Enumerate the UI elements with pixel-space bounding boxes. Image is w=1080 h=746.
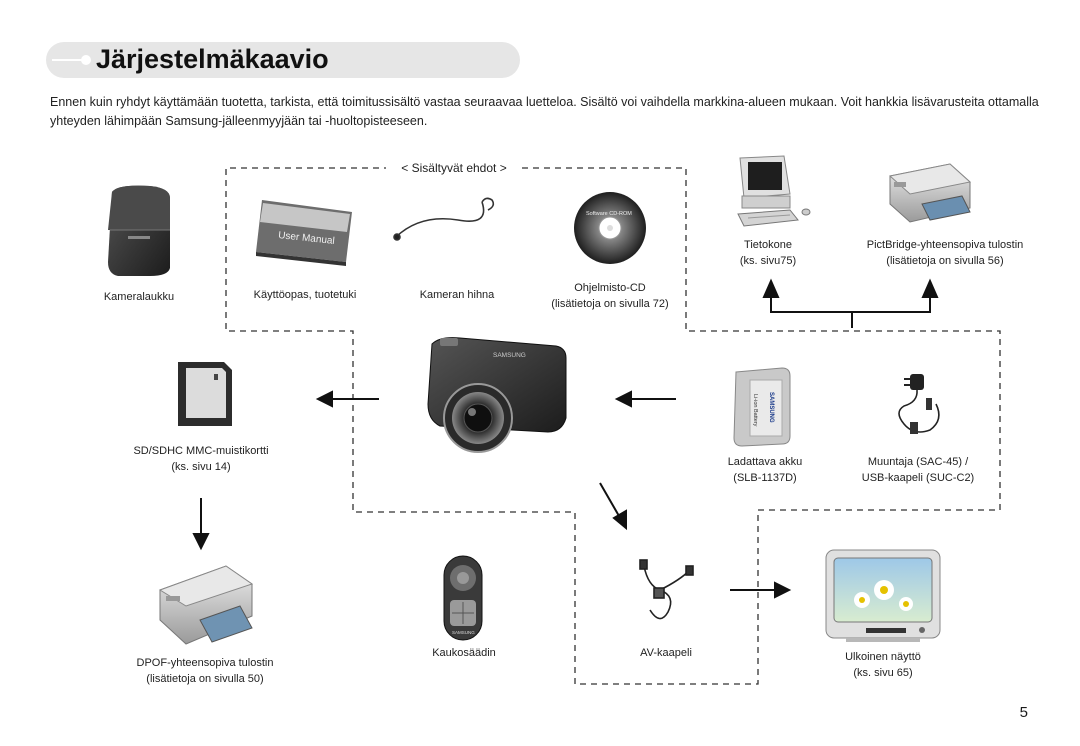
manual-label: Käyttöopas, tuotetuki [253,289,357,301]
page-title: Järjestelmäkaavio [96,44,329,74]
intro-paragraph: Ennen kuin ryhdyt käyttämään tuotetta, t… [50,95,1039,128]
case-label: Kameralaukku [103,291,175,303]
battery-image: Li-ion Battery SAMSUNG [733,367,791,447]
adapter-usb-cable-image [898,374,940,434]
pictbridge-printer-image [888,163,972,223]
av-cable-image [639,559,694,620]
dpof-printer-image [158,565,254,645]
computer-image [737,155,811,227]
sd-card-image [178,362,232,426]
remote-control-image: SAMSUNG [443,555,483,641]
title-bullet-icon [52,55,91,65]
svg-text:Software CD-ROM: Software CD-ROM [586,211,632,217]
user-manual-image: User Manual [256,200,352,266]
external-monitor-label: Ulkoinen näyttö (ks. sivu 65) [845,651,921,679]
av-cable-label: AV-kaapeli [640,647,692,659]
title-bar [46,42,520,78]
sd-card-label: SD/SDHC MMC-muistikortti (ks. sivu 14) [133,445,269,473]
included-items-boundary [225,167,1001,685]
camera-strap-image [393,197,495,241]
svg-text:SAMSUNG: SAMSUNG [768,392,774,423]
strap-label: Kameran hihna [419,289,495,301]
external-monitor-image [825,549,941,642]
software-cd-image: Software CD-ROM [574,192,646,264]
camera-case-image [108,185,170,276]
adapter-label: Muuntaja (SAC-45) / USB-kaapeli (SUC-C2) [861,456,975,484]
page-number: 5 [1019,704,1028,721]
pictbridge-printer-label: PictBridge-yhteensopiva tulostin (lisäti… [866,239,1024,267]
svg-text:SAMSUNG: SAMSUNG [493,352,526,359]
svg-text:SAMSUNG: SAMSUNG [452,630,475,635]
digital-camera-image: SAMSUNG [427,337,567,453]
computer-label: Tietokone (ks. sivu75) [739,239,797,267]
connection-arrows [192,278,939,599]
battery-label: Ladattava akku (SLB-1137D) [727,456,803,484]
remote-label: Kaukosäädin [432,647,496,659]
included-items-label: < Sisältyvät ehdot > [386,160,522,176]
cd-label: Ohjelmisto-CD (lisätietoja on sivulla 72… [551,282,669,310]
svg-text:Li-ion Battery: Li-ion Battery [752,394,758,427]
dpof-printer-label: DPOF-yhteensopiva tulostin (lisätietoja … [136,657,274,685]
